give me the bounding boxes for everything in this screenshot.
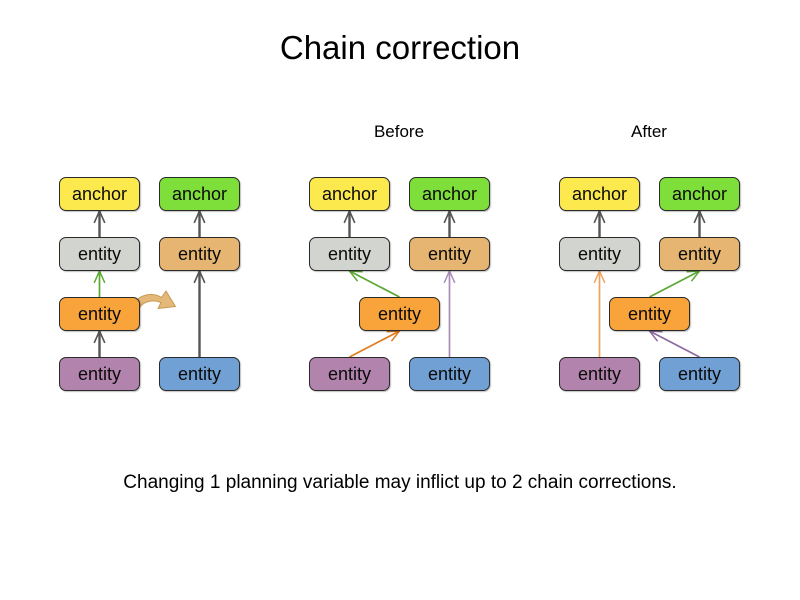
chain-link-arrow [443,209,456,237]
chain-link-arrow [343,209,356,237]
chain-node-entity: entity [409,237,490,271]
chain-node-entity: entity [309,237,390,271]
chain-node-anchor: anchor [159,177,240,211]
chain-node-anchor: anchor [409,177,490,211]
chain-node-entity: entity [59,297,140,331]
chain-node-entity: entity [559,357,640,391]
chain-link-arrow [347,270,400,298]
chain-link-arrow [93,329,106,357]
panel-label-before: Before [373,122,425,141]
chain-node-entity: entity [159,357,240,391]
chain-link-arrow [349,330,402,358]
chain-link-arrow [593,269,606,357]
chain-node-anchor: anchor [309,177,390,211]
chain-link-arrow [193,269,206,357]
chain-node-entity: entity [359,297,440,331]
chain-node-entity: entity [559,237,640,271]
chain-node-entity: entity [59,237,140,271]
chain-node-entity: entity [59,357,140,391]
chain-link-arrow [649,270,702,298]
chain-link-arrow [593,209,606,237]
chain-node-anchor: anchor [559,177,640,211]
panel-label-after: After [631,122,667,141]
chain-link-arrow [693,209,706,237]
chain-node-entity: entity [159,237,240,271]
chain-link-arrow [93,269,106,297]
chain-node-entity: entity [409,357,490,391]
chain-node-anchor: anchor [59,177,140,211]
chain-link-arrow [443,269,456,357]
chain-link-arrow [647,330,700,358]
chain-link-arrow [193,209,206,237]
chain-node-entity: entity [659,237,740,271]
chain-node-anchor: anchor [659,177,740,211]
chain-node-entity: entity [659,357,740,391]
slide-caption: Changing 1 planning variable may inflict… [123,472,677,493]
chain-node-entity: entity [609,297,690,331]
chain-link-arrow [93,209,106,237]
chain-node-entity: entity [309,357,390,391]
page-title: Chain correction [279,29,521,66]
